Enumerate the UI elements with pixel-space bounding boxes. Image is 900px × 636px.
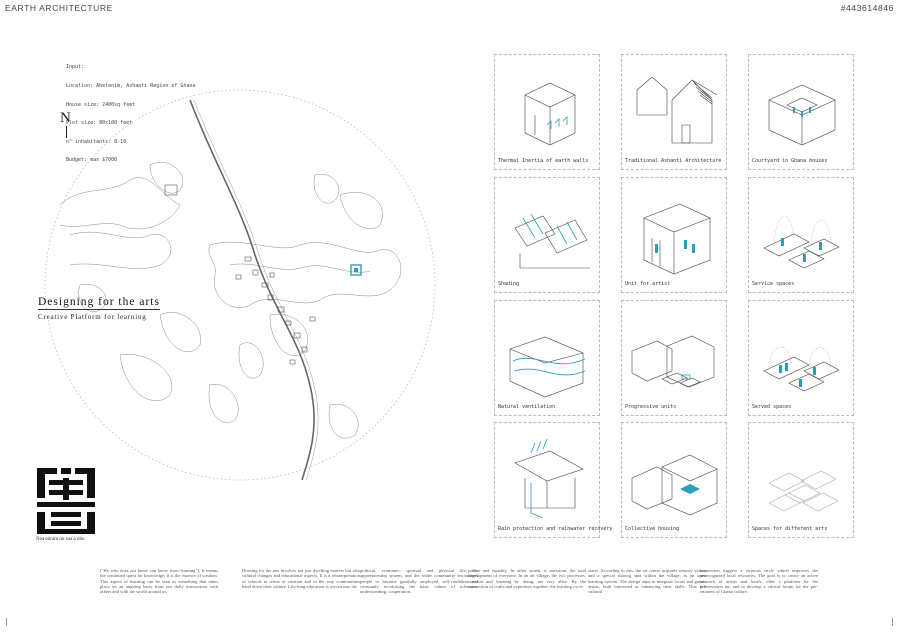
text-column: ("He who does not know can know from lea… [100, 568, 218, 595]
input-block: Input: Location: Abetenim, Ashanti Regio… [66, 52, 195, 170]
north-line [66, 126, 67, 138]
diagram-caption: Shading [498, 281, 520, 287]
text-column: starts. According to this, the art centr… [588, 568, 706, 595]
diagram-collective-housing: Collective housing [621, 422, 727, 538]
page-title: Designing for the arts [38, 296, 160, 310]
input-line: Input: [66, 64, 85, 71]
page-marker-left [6, 618, 7, 626]
diagram-caption: Service spaces [752, 281, 795, 287]
input-line: n° inhabitants: 8-10 [66, 138, 127, 145]
input-line: Budget: max $7000 [66, 157, 118, 164]
diagram-caption: Unit for artist [625, 281, 671, 287]
input-line: House size: 2400sq feet [66, 101, 136, 108]
diagram-grid: Thermal Inertia of earth walls Tradition… [494, 54, 854, 538]
diagram-courtyard: Courtyard in Ghana houses [748, 54, 854, 170]
diagram-caption: Natural ventilation [498, 404, 556, 410]
page-subtitle: Creative Platform for learning [38, 313, 147, 321]
diagram-ventilation: Natural ventilation [494, 300, 600, 416]
page-marker-right [892, 618, 893, 626]
diagram-caption: Collective housing [625, 526, 680, 532]
site-map [44, 89, 436, 481]
diagram-caption: Thermal Inertia of earth walls [498, 158, 589, 164]
diagram-rain-protection: Rain protection and rainwater recovery [494, 422, 612, 538]
input-line: Location: Abetenim, Ashanti Region of Gh… [66, 83, 196, 90]
diagram-caption: Rain protection and rainwater recovery [498, 526, 613, 532]
diagram-progressive-units: Progressive units [621, 300, 727, 416]
diagram-unit-artist: Unit for artist [621, 177, 727, 293]
diagram-different-arts: Spaces for different arts [748, 422, 854, 538]
diagram-thermal-inertia: Thermal Inertia of earth walls [494, 54, 600, 170]
diagram-caption: Courtyard in Ghana houses [752, 158, 828, 164]
north-arrow: N [60, 110, 71, 138]
north-label: N [60, 110, 71, 126]
header-left: EARTH ARCHITECTURE [5, 3, 113, 13]
symbol-caption: Nea onnim no sua a ohu [36, 537, 85, 542]
diagram-caption: Served spaces [752, 404, 792, 410]
diagram-caption: Traditional Ashanti Architecture [625, 158, 722, 164]
diagram-traditional-architecture: Traditional Ashanti Architecture [621, 54, 727, 170]
text-column: justice and equality. In other words, it… [468, 568, 586, 589]
text-column: immersion triggers a virtuous circle whi… [700, 568, 818, 595]
header-right: #443614846 [840, 3, 894, 13]
text-column: Housing for the arts involves not just d… [242, 568, 360, 589]
diagram-served-spaces: Served spaces [748, 300, 854, 416]
diagram-caption: Spaces for different arts [752, 526, 828, 532]
input-line: Plot size: 80x100 feet [66, 120, 133, 127]
diagram-service-spaces: Service spaces [748, 177, 854, 293]
text-column: political, economic, spiritual and physi… [360, 568, 478, 595]
diagram-shading: Shading [494, 177, 600, 293]
adinkra-symbol-icon [37, 468, 95, 534]
diagram-caption: Progressive units [625, 404, 677, 410]
